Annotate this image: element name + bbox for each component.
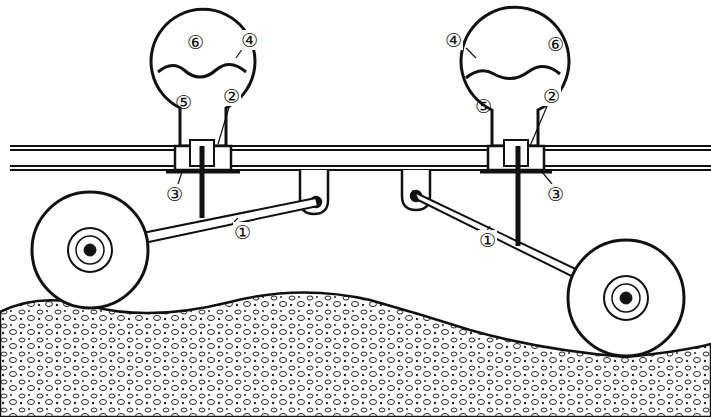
callout-number: ① (478, 230, 497, 250)
callout-number: ② (222, 86, 241, 106)
callout-number: ③ (165, 184, 184, 204)
callout-number: ⑥ (546, 34, 565, 54)
gas-spring-sphere (461, 7, 569, 246)
leader-line (178, 48, 552, 232)
callout-number: ② (542, 86, 561, 106)
callout-number: ⑥ (186, 32, 205, 52)
callout-number: ④ (240, 30, 259, 50)
callout-number: ③ (546, 184, 565, 204)
pivot-bracket (300, 170, 430, 214)
callout-number: ① (233, 222, 252, 242)
vehicle-frame (10, 146, 711, 170)
wheel (32, 192, 684, 356)
callout-number: ⑤ (174, 92, 193, 112)
callout-number: ④ (444, 30, 463, 50)
suspension-arm (88, 192, 628, 302)
callout-number: ⑤ (474, 96, 493, 116)
